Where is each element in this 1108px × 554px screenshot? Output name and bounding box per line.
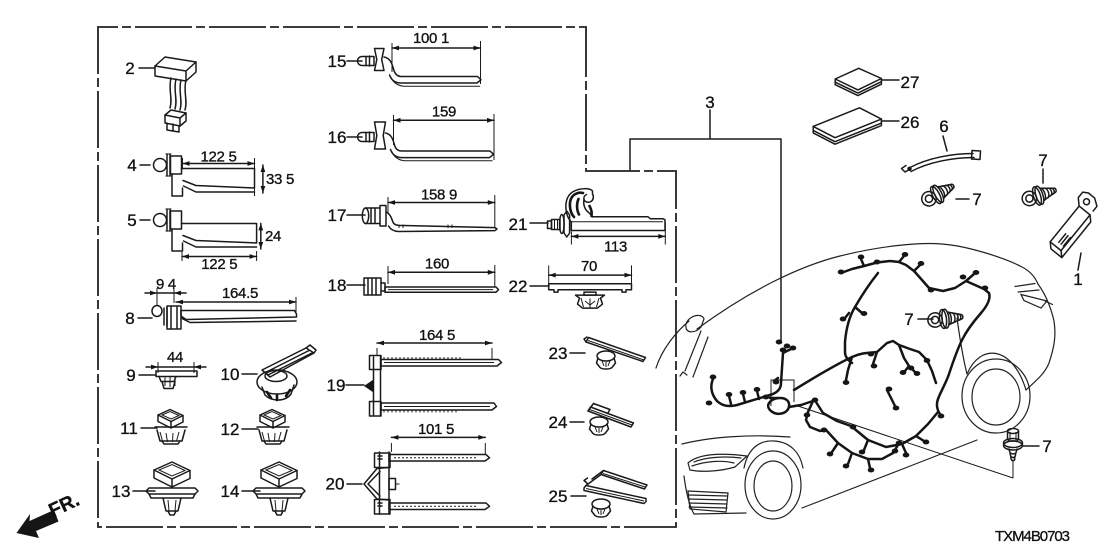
svg-text:159: 159 — [432, 104, 456, 121]
svg-text:101 5: 101 5 — [418, 421, 454, 438]
svg-text:8: 8 — [125, 309, 134, 328]
svg-text:10: 10 — [221, 365, 240, 384]
svg-text:3: 3 — [705, 93, 714, 112]
svg-text:113: 113 — [604, 239, 627, 256]
svg-text:19: 19 — [327, 376, 346, 395]
svg-text:9 4: 9 4 — [156, 276, 176, 293]
svg-text:23: 23 — [549, 344, 568, 363]
svg-text:122 5: 122 5 — [200, 149, 236, 166]
svg-text:7: 7 — [1042, 437, 1051, 456]
svg-text:164.5: 164.5 — [222, 285, 258, 302]
svg-text:22: 22 — [509, 277, 528, 296]
svg-text:24: 24 — [549, 413, 568, 432]
svg-text:27: 27 — [901, 73, 920, 92]
svg-text:160: 160 — [425, 256, 449, 273]
svg-text:12: 12 — [221, 420, 240, 439]
svg-text:11: 11 — [120, 419, 138, 438]
svg-text:7: 7 — [972, 190, 981, 209]
svg-text:16: 16 — [328, 128, 347, 147]
svg-text:24: 24 — [265, 228, 281, 245]
svg-text:25: 25 — [549, 487, 568, 506]
svg-text:6: 6 — [939, 117, 948, 136]
svg-text:7: 7 — [1038, 151, 1047, 170]
svg-text:13: 13 — [112, 482, 131, 501]
svg-text:26: 26 — [901, 113, 920, 132]
svg-text:2: 2 — [125, 59, 134, 78]
svg-text:15: 15 — [328, 52, 347, 71]
svg-text:122 5: 122 5 — [201, 256, 237, 273]
svg-text:4: 4 — [127, 156, 136, 175]
svg-text:7: 7 — [904, 310, 913, 329]
svg-text:18: 18 — [328, 276, 347, 295]
svg-text:70: 70 — [581, 258, 597, 275]
svg-text:9: 9 — [126, 366, 135, 385]
svg-text:33 5: 33 5 — [266, 171, 294, 188]
svg-text:164 5: 164 5 — [419, 327, 455, 344]
svg-text:1: 1 — [1073, 270, 1082, 289]
svg-text:100 1: 100 1 — [413, 30, 449, 47]
svg-text:158 9: 158 9 — [421, 187, 457, 204]
svg-text:20: 20 — [326, 475, 345, 494]
svg-text:17: 17 — [328, 206, 347, 225]
svg-text:TXM4B0703: TXM4B0703 — [995, 528, 1070, 545]
svg-text:5: 5 — [127, 211, 136, 230]
svg-text:14: 14 — [221, 482, 240, 501]
svg-text:21: 21 — [509, 215, 528, 234]
svg-text:44: 44 — [167, 349, 183, 366]
